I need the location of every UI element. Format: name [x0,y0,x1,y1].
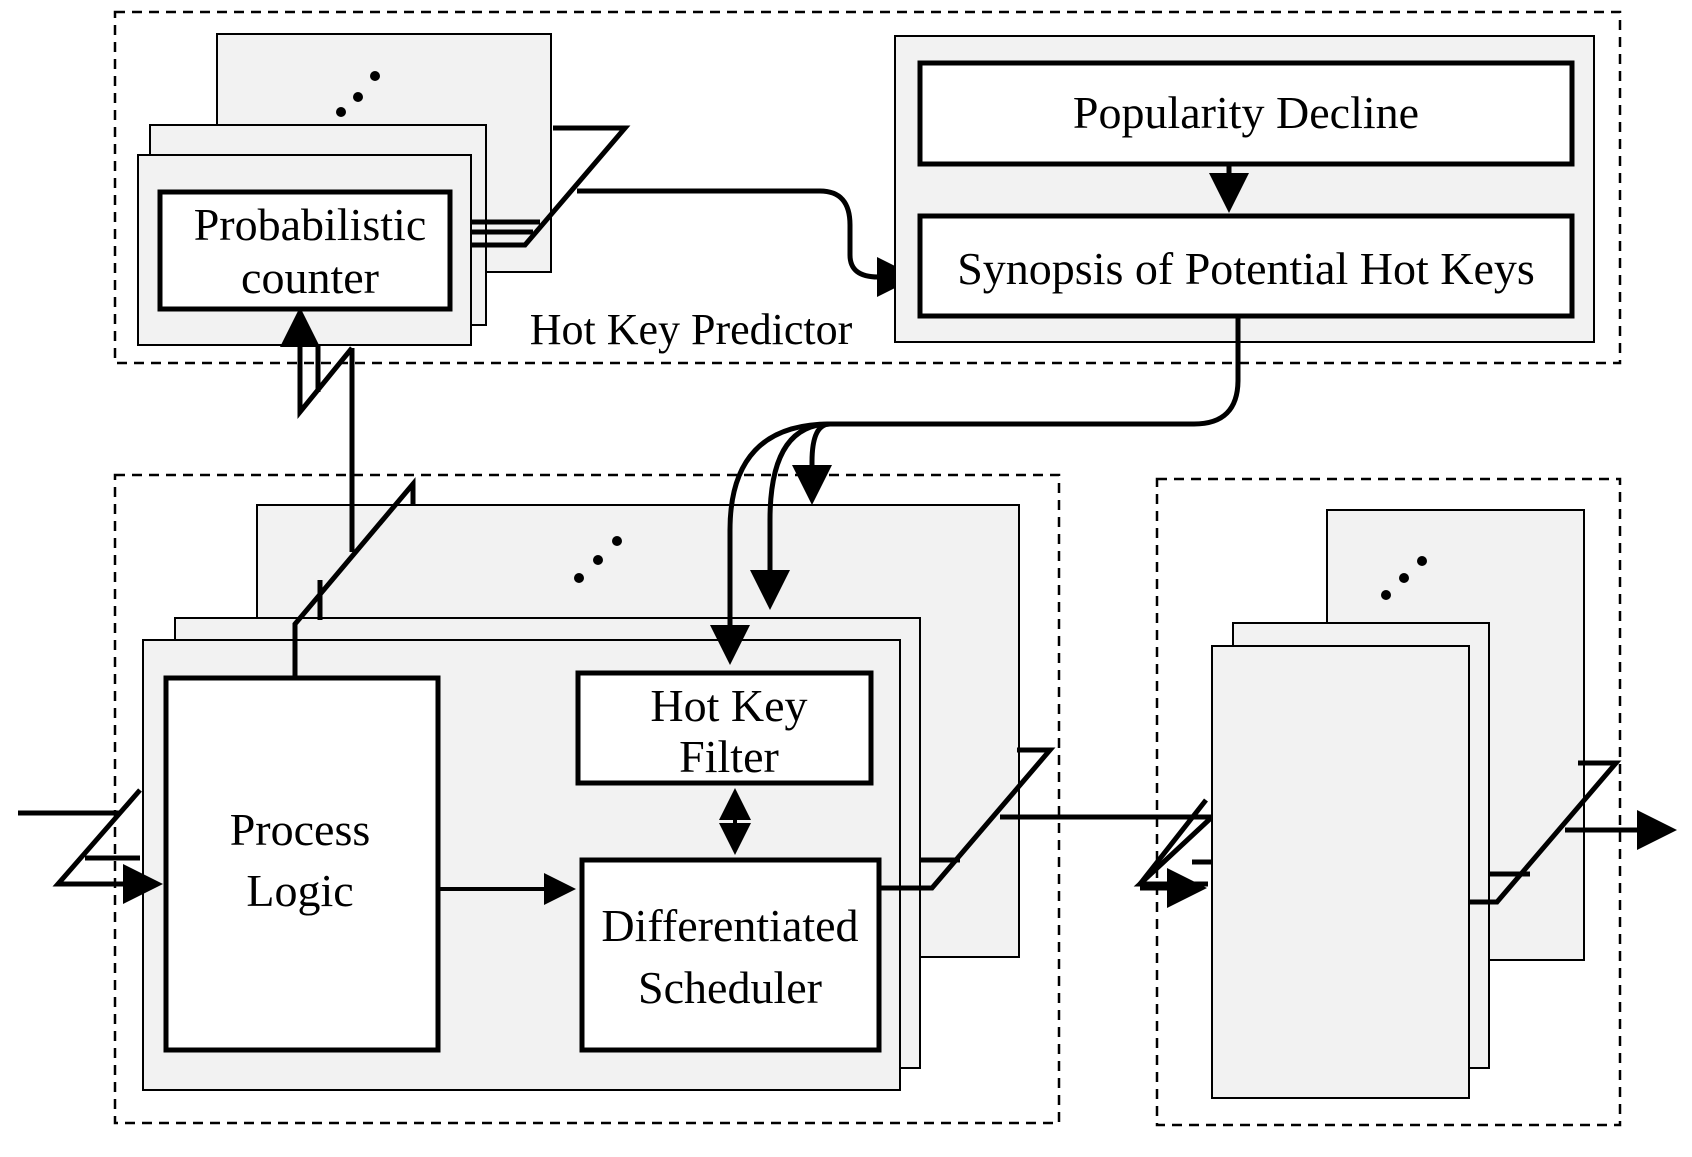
ellipsis-dots-sink [1381,556,1427,600]
process-logic-box [163,675,441,1053]
hot-key-filter-box [575,670,874,786]
sink-output-channel [1469,760,1677,905]
hot-key-filter-label-1: Hot Key [650,680,807,731]
hot-key-predictor-label: Hot Key Predictor [530,305,853,354]
synopsis-to-filter-arrows [710,318,1241,665]
synopsis-box [917,213,1575,319]
differentiated-scheduler-box [579,857,882,1053]
scheduler-label-1: Differentiated [601,900,858,951]
probabilistic-counter-label-1: Probabilistic [194,199,427,250]
hot-key-predictor-region [113,10,1622,365]
synopsis-label: Synopsis of Potential Hot Keys [957,243,1535,294]
ellipsis-dots-predictor [336,71,380,117]
operator-group-region [113,473,1061,1125]
probabilistic-counter-label-2: counter [241,252,379,303]
ellipsis-dots-operator [574,536,622,583]
popularity-decline-box [917,60,1575,167]
process-logic-label-1: Process [230,804,371,855]
sink-group-region [1155,477,1622,1127]
popularity-decline-label: Popularity Decline [1073,87,1419,138]
sink-instance-front [1211,645,1470,1099]
process-to-counter-channel [280,307,416,678]
predictor-output-channel [471,125,631,248]
operator-input-channel [18,788,163,904]
process-logic-label-2: Logic [246,865,353,916]
hot-key-filter-label-2: Filter [679,731,779,782]
counter-to-synopsis-arrow [577,188,917,297]
scheduler-label-2: Scheduler [638,962,822,1013]
